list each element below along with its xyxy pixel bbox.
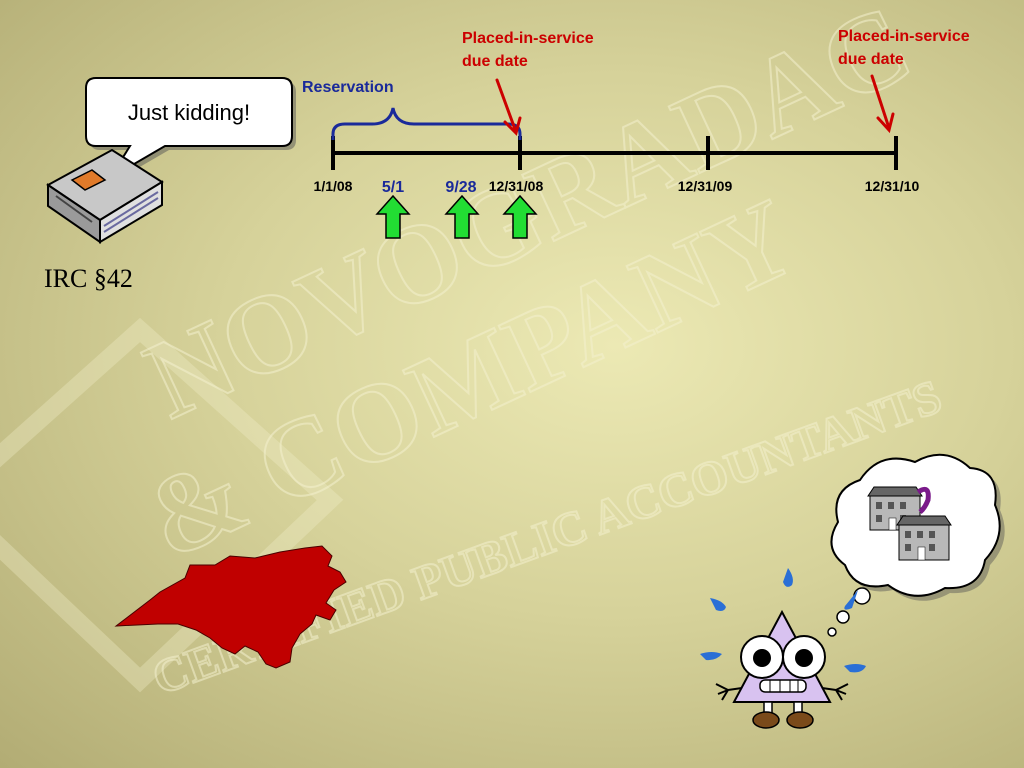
- up-arrow-icon-3: [502, 194, 538, 239]
- speech-bubble-text: Just kidding!: [128, 100, 250, 125]
- question-mark-icon: [916, 486, 931, 514]
- due-date-label-1b: due date: [462, 53, 528, 70]
- north-carolina-map-icon: [114, 545, 347, 669]
- book-caption: IRC §42: [44, 264, 133, 293]
- apartment-building-icon-2: [896, 515, 952, 561]
- tick-label-2: 12/31/08: [489, 178, 544, 194]
- due-date-label-1a: Placed-in-service: [462, 30, 594, 47]
- watermark-diamond: [0, 317, 344, 693]
- tick-label-4: 12/31/10: [865, 178, 920, 194]
- due-date-arrow-2: [870, 74, 895, 134]
- up-arrow-icon-1: [375, 194, 411, 239]
- law-book-icon: [46, 148, 164, 244]
- marker-label-2: 9/28: [445, 179, 476, 196]
- due-date-label-2b: due date: [838, 51, 904, 68]
- reservation-label: Reservation: [302, 79, 394, 96]
- tick-label-1: 1/1/08: [314, 178, 353, 194]
- speech-bubble: Just kidding!: [85, 77, 296, 182]
- up-arrow-icon-2: [444, 194, 480, 239]
- sweat-drop-icons: [700, 568, 866, 673]
- due-date-label-2a: Placed-in-service: [838, 28, 970, 45]
- timeline: 1/1/08 12/31/08 12/31/09 12/31/10 5/1 9/…: [302, 28, 970, 239]
- tick-label-3: 12/31/09: [678, 178, 733, 194]
- marker-label-1: 5/1: [382, 179, 404, 196]
- nervous-character-icon: [700, 568, 866, 729]
- due-date-arrow-1: [495, 78, 522, 136]
- reservation-brace: [331, 107, 522, 140]
